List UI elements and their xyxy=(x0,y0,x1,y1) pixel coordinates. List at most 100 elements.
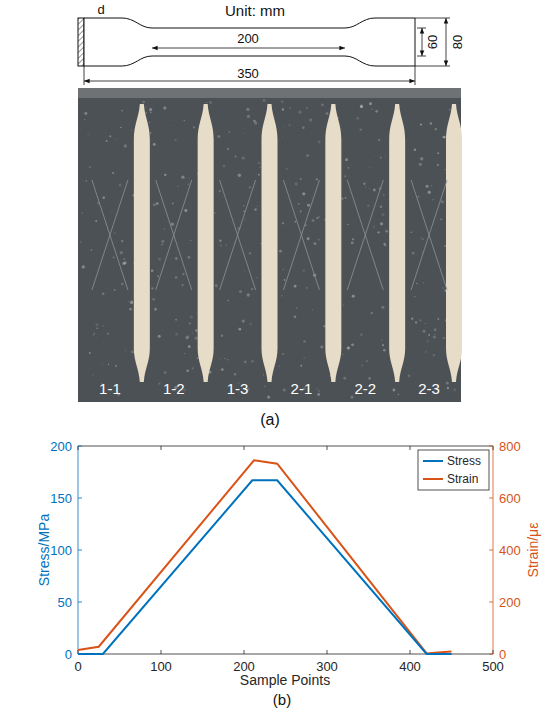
specimen-gap xyxy=(198,104,214,382)
photo-speckle xyxy=(120,251,123,254)
photo-speckle xyxy=(181,176,184,179)
photo-speckle xyxy=(411,232,412,233)
photo-speckle xyxy=(107,333,109,335)
strain-curve xyxy=(78,460,452,653)
photo-speckle xyxy=(221,368,224,371)
photo-speckle xyxy=(193,126,195,128)
photo-speckle xyxy=(253,120,256,123)
tick-label: 150 xyxy=(50,492,72,505)
photo-speckle xyxy=(114,289,116,291)
photo-speckle xyxy=(434,328,437,331)
tick-label: 200 xyxy=(233,660,255,673)
photo-speckle xyxy=(175,333,178,336)
photo-speckle xyxy=(440,218,442,220)
photo-speckle xyxy=(113,256,115,258)
specimen-outline xyxy=(84,18,415,66)
photo-speckle xyxy=(238,174,241,177)
photo-speckle xyxy=(244,133,245,134)
photo-speckle xyxy=(171,223,174,226)
photo-speckle xyxy=(423,282,424,283)
photo-speckle xyxy=(197,357,199,359)
photo-speckle xyxy=(344,175,346,177)
photo-speckle xyxy=(209,101,211,103)
photo-speckle xyxy=(223,165,226,168)
marker-line xyxy=(92,180,128,290)
photo-speckle xyxy=(416,283,418,285)
dimension-line xyxy=(446,18,447,66)
photo-speckle xyxy=(363,182,366,185)
photo-speckle xyxy=(84,119,85,120)
photo-speckle xyxy=(244,361,247,364)
photo-speckle xyxy=(408,375,411,378)
photo-speckle xyxy=(122,262,125,265)
photo-speckle xyxy=(282,222,284,224)
photo-speckle xyxy=(385,230,388,233)
photo-speckle xyxy=(360,105,363,108)
photo-speckle xyxy=(367,204,370,207)
photo-speckle xyxy=(309,118,312,121)
photo-speckle xyxy=(175,319,177,321)
photo-speckle xyxy=(318,239,320,241)
marker-line xyxy=(92,180,128,290)
x-tick xyxy=(493,446,494,450)
photo-speckle xyxy=(381,213,384,216)
photo-speckle xyxy=(152,298,155,301)
photo-speckle xyxy=(351,396,354,399)
photo-speckle xyxy=(174,139,177,142)
photo-speckle xyxy=(382,344,384,346)
photo-speckle xyxy=(345,158,348,161)
photo-speckle xyxy=(121,240,124,243)
photo-speckle xyxy=(121,110,123,112)
stress-curve xyxy=(78,480,452,654)
photo-speckle xyxy=(316,217,318,219)
extension-line xyxy=(415,66,416,85)
photo-speckle xyxy=(419,163,422,166)
photo-speckle xyxy=(300,210,302,212)
x-tick xyxy=(410,650,411,654)
photo-speckle xyxy=(254,208,257,211)
unit-note: Unit: mm xyxy=(225,3,285,18)
photo-speckle xyxy=(245,219,246,220)
photo-speckle xyxy=(299,111,302,114)
photo-speckle xyxy=(283,269,284,270)
photo-speckle xyxy=(228,300,230,302)
photo-speckle xyxy=(217,135,220,138)
specimen-gap xyxy=(446,104,462,382)
photo-speckle xyxy=(102,363,103,364)
left-tick xyxy=(78,602,82,603)
photo-speckle xyxy=(124,144,127,147)
extension-line xyxy=(417,56,426,57)
photo-speckle xyxy=(425,351,427,353)
photo-speckle xyxy=(351,241,354,244)
marker-line xyxy=(156,180,192,290)
extension-line xyxy=(417,28,426,29)
photo-speckle xyxy=(306,287,308,289)
photo-speckle xyxy=(153,143,156,146)
photo-speckle xyxy=(445,169,446,170)
tick-label: 50 xyxy=(58,596,72,609)
photo-speckle xyxy=(264,386,265,387)
dimension-label: 80 xyxy=(451,35,464,49)
photo-speckle xyxy=(281,100,284,103)
photo-speckle xyxy=(300,178,302,180)
photo-speckle xyxy=(326,112,329,115)
photo-speckle xyxy=(425,185,428,188)
photo-speckle xyxy=(320,345,323,348)
photo-speckle xyxy=(190,240,191,241)
photo-speckle xyxy=(131,300,132,301)
photo-speckle xyxy=(258,162,261,165)
legend-box xyxy=(418,450,489,490)
photo-speckle xyxy=(244,270,245,271)
tick-label: 400 xyxy=(499,544,521,557)
photo-speckle xyxy=(430,122,432,124)
dimension-line xyxy=(84,81,415,82)
right-tick xyxy=(489,498,493,499)
photo-speckle xyxy=(369,102,372,105)
photo-speckle xyxy=(283,388,286,391)
photo-speckle xyxy=(195,329,197,331)
photo-speckle xyxy=(370,312,373,315)
photo-speckle xyxy=(238,328,241,331)
photo-speckle xyxy=(124,262,125,263)
photo-speckle xyxy=(447,387,449,389)
photo-speckle xyxy=(302,126,305,129)
